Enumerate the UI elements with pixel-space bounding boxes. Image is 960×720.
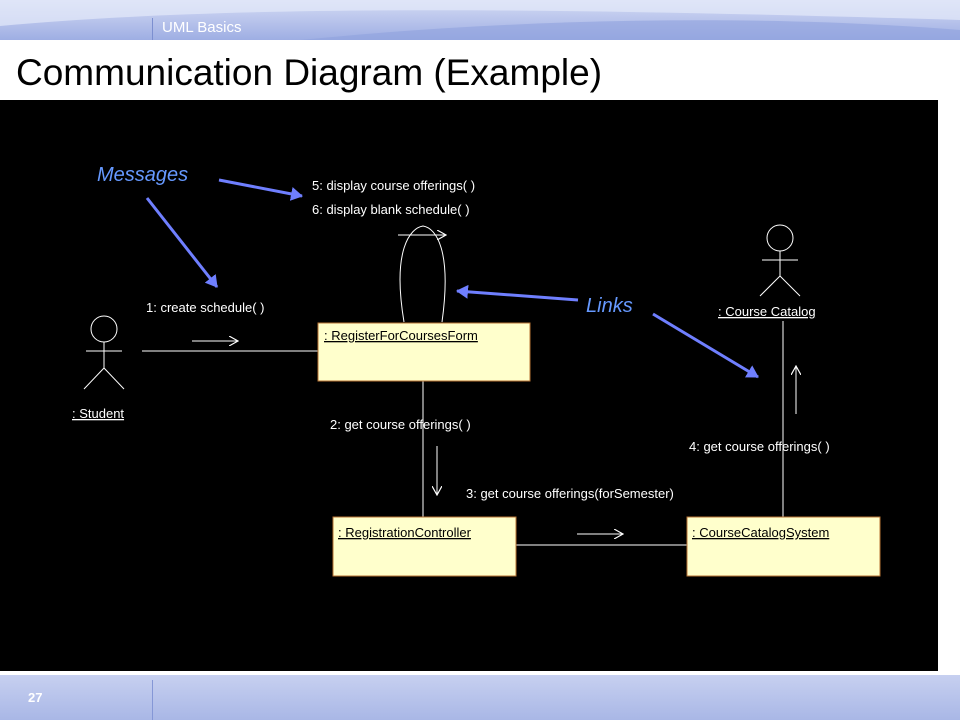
callout-pointer-links-to-self-link: [456, 284, 579, 302]
page-number: 27: [28, 690, 43, 705]
actor-student-icon: [83, 315, 125, 390]
callout-pointer-messages-to-message: [145, 197, 219, 288]
header-section-label: UML Basics: [162, 19, 242, 36]
header-band: [0, 0, 960, 40]
object-catalog-system-label: : CourseCatalogSystem: [692, 525, 829, 540]
message-label-4: 4: get course offerings( ): [689, 439, 830, 454]
message-label-2: 2: get course offerings( ): [330, 417, 471, 432]
header-swoosh-graphic: [0, 0, 960, 40]
footer-divider: [152, 680, 153, 720]
callout-links: Links: [586, 295, 633, 317]
callout-pointer-links-to-link: [652, 312, 759, 379]
object-registration-controller: [332, 516, 517, 577]
actor-student-label: : Student: [72, 406, 124, 421]
message-label-5: 5: display course offerings( ): [312, 178, 475, 193]
message-label-1: 1: create schedule( ): [146, 300, 265, 315]
object-catalog-system: [686, 516, 881, 577]
callout-messages: Messages: [97, 164, 188, 186]
message-label-3: 3: get course offerings(forSemester): [466, 486, 674, 501]
object-registration-controller-label: : RegistrationController: [338, 525, 472, 540]
object-register-form: [317, 322, 531, 382]
actor-course-catalog-icon: [759, 224, 801, 297]
object-register-form-label: : RegisterForCoursesForm: [324, 328, 478, 343]
slide-title: Communication Diagram (Example): [16, 52, 603, 93]
footer-divider-line: [0, 673, 960, 675]
header-divider: [152, 18, 153, 40]
actor-course-catalog-label: : Course Catalog: [718, 304, 816, 319]
message-label-6: 6: display blank schedule( ): [312, 202, 470, 217]
footer-band: [0, 675, 960, 720]
callout-pointer-messages-to-label: [218, 178, 303, 201]
self-link-form: [399, 225, 446, 323]
